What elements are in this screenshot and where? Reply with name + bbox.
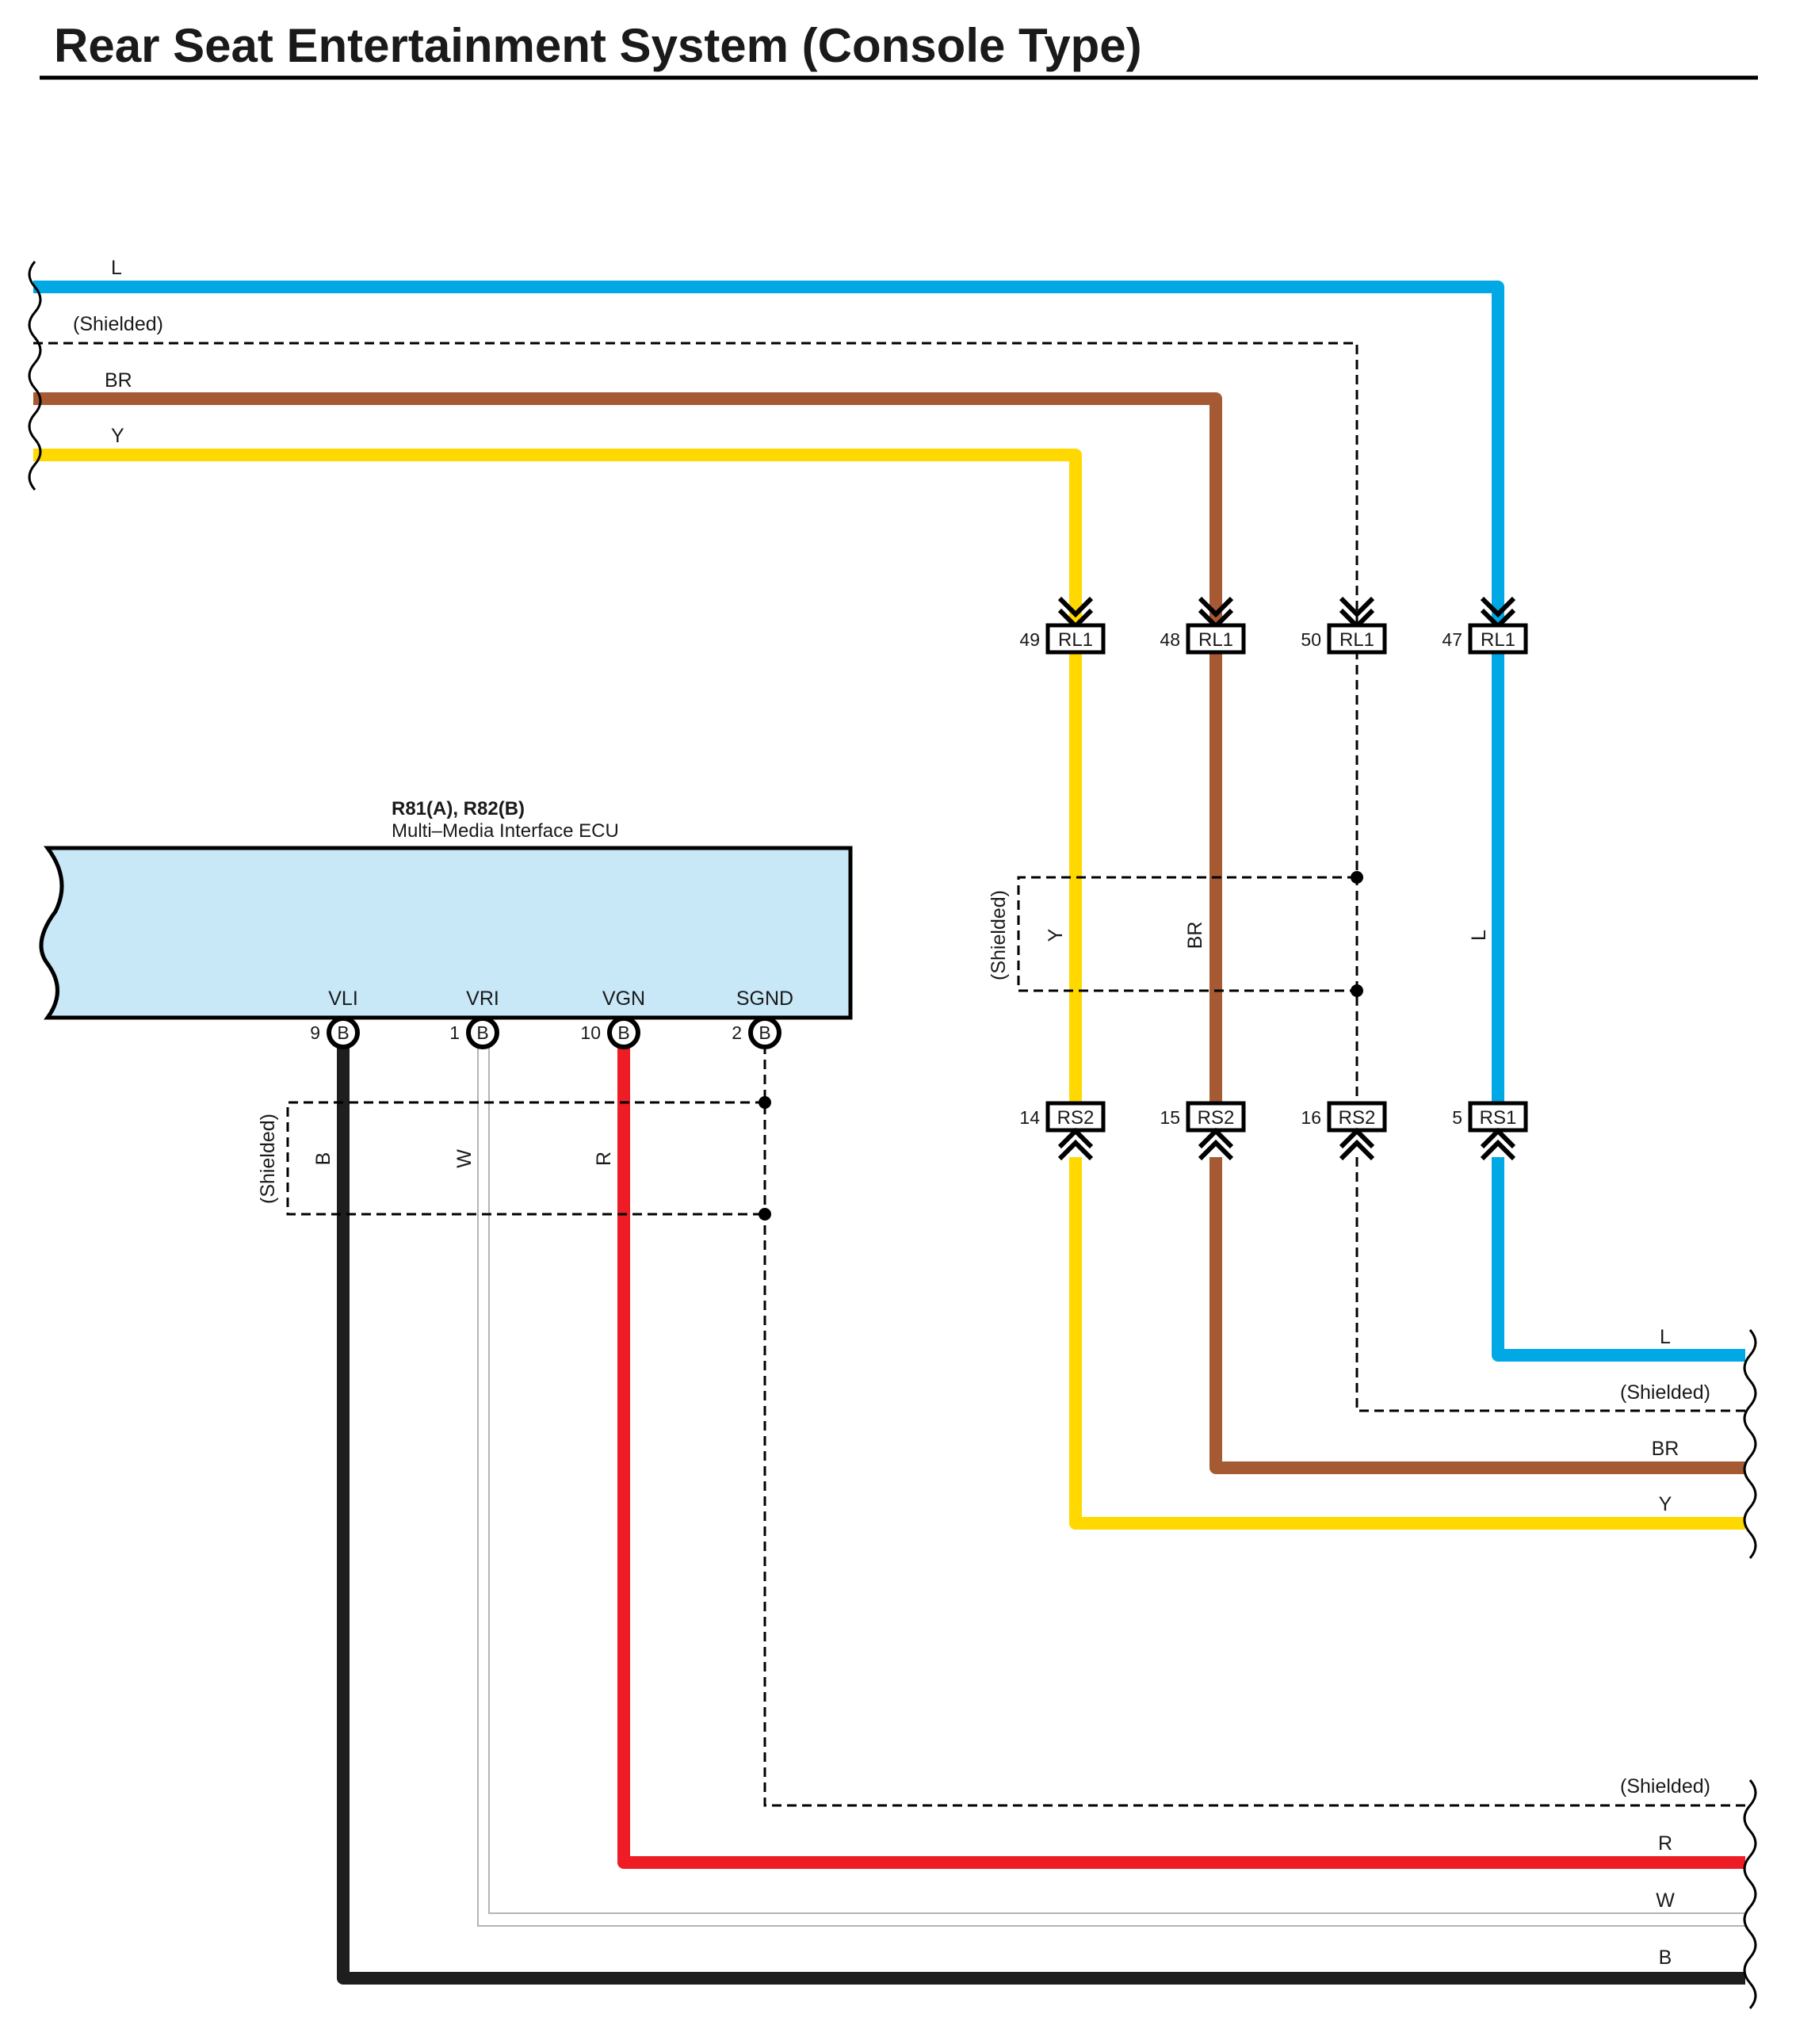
wire-Y-lower xyxy=(1069,1157,1745,1530)
wire-W-ecu-a xyxy=(477,1045,1745,1927)
connector-name: RL1 xyxy=(1198,629,1233,651)
connector-name: RS2 xyxy=(1339,1107,1376,1129)
label-right-Y: Y xyxy=(1659,1493,1672,1515)
label-right-shielded: (Shielded) xyxy=(1620,1381,1710,1404)
label-vert-L: L xyxy=(1468,930,1490,941)
shield-junction-bottom-right xyxy=(1351,984,1363,997)
connector-RL1-48: RL1 48 xyxy=(1160,596,1246,655)
wire-Y-upper xyxy=(33,449,1082,626)
label-top-L: L xyxy=(111,257,122,279)
terminal-connector: B xyxy=(617,1022,629,1043)
terminal-VRI-name: VRI xyxy=(466,988,499,1010)
label-ecu-vert-B: B xyxy=(312,1152,334,1166)
harness-break-right-upper xyxy=(1743,1329,1757,1559)
shield-box-right xyxy=(1017,876,1357,992)
label-vert-Y: Y xyxy=(1045,928,1067,942)
wire-shield-lower xyxy=(1355,1157,1745,1412)
connector-name: RS2 xyxy=(1057,1107,1095,1129)
connector-pin: 48 xyxy=(1160,629,1180,650)
label-bottom-R: R xyxy=(1658,1832,1672,1855)
label-vert-BR: BR xyxy=(1184,922,1206,949)
label-top-Y: Y xyxy=(111,425,124,447)
connector-pin: 5 xyxy=(1452,1107,1462,1128)
terminal-pin-number: 1 xyxy=(449,1022,460,1043)
terminal-pin-VRI: B 1 xyxy=(449,1016,499,1049)
shield-box-ecu xyxy=(286,1101,765,1216)
connector-RL1-50: RL1 50 xyxy=(1301,596,1387,655)
label-bottom-W: W xyxy=(1656,1889,1675,1912)
terminal-pin-number: 10 xyxy=(580,1022,601,1043)
terminal-pin-number: 2 xyxy=(732,1022,742,1043)
label-shielded-ecu-box: (Shielded) xyxy=(257,1114,279,1204)
connector-RS2-15: RS2 15 xyxy=(1160,1101,1246,1161)
harness-break-right-lower xyxy=(1743,1779,1757,2009)
connector-pin: 15 xyxy=(1160,1107,1180,1128)
connector-RL1-47: RL1 47 xyxy=(1442,596,1528,655)
diagram-title: Rear Seat Entertainment System (Console … xyxy=(54,19,1142,72)
connector-name: RL1 xyxy=(1481,629,1515,651)
label-shielded-right-box: (Shielded) xyxy=(988,890,1010,980)
terminal-SGND-name: SGND xyxy=(736,988,793,1010)
wire-R-ecu xyxy=(617,1045,1745,1869)
ecu-name: Multi–Media Interface ECU xyxy=(392,820,619,842)
label-ecu-vert-R: R xyxy=(593,1152,615,1166)
terminal-VLI-name: VLI xyxy=(328,988,358,1010)
label-ecu-vert-W: W xyxy=(453,1149,476,1168)
terminal-pin-SGND: B 2 xyxy=(732,1016,781,1049)
terminal-connector: B xyxy=(337,1022,349,1043)
ecu-code: R81(A), R82(B) xyxy=(392,798,525,820)
connector-pin: 47 xyxy=(1442,629,1462,650)
label-bottom-shielded: (Shielded) xyxy=(1620,1775,1710,1798)
connector-pin: 14 xyxy=(1019,1107,1040,1128)
wire-shield-upper xyxy=(33,342,1358,626)
terminal-pin-VGN: B 10 xyxy=(580,1016,640,1049)
wire-BR-lower xyxy=(1209,1157,1745,1474)
connector-RS2-16: RS2 16 xyxy=(1301,1101,1387,1161)
terminal-pin-number: 9 xyxy=(310,1022,320,1043)
connector-pin: 49 xyxy=(1019,629,1040,650)
ecu-body xyxy=(39,846,853,1020)
label-right-BR: BR xyxy=(1652,1438,1679,1460)
wire-B-ecu xyxy=(337,1045,1745,1985)
label-right-L: L xyxy=(1660,1326,1671,1348)
wire-L-lower xyxy=(1492,1157,1745,1362)
wire-shield-ecu xyxy=(763,1045,1745,1807)
connector-RS1-5: RS1 5 xyxy=(1452,1101,1528,1161)
label-top-shielded: (Shielded) xyxy=(73,313,163,335)
shield-junction-top-right xyxy=(1351,871,1363,884)
connector-RL1-49: RL1 49 xyxy=(1019,596,1106,655)
wire-L-upper xyxy=(33,281,1504,626)
shield-junction-top-ecu xyxy=(759,1096,771,1109)
wire-BR-upper xyxy=(33,392,1222,626)
terminal-VGN-name: VGN xyxy=(602,988,645,1010)
connector-name: RS2 xyxy=(1198,1107,1235,1129)
harness-break-left xyxy=(28,261,42,491)
connector-name: RL1 xyxy=(1058,629,1093,651)
connector-name: RL1 xyxy=(1339,629,1374,651)
connector-name: RS1 xyxy=(1480,1107,1517,1129)
connector-pin: 16 xyxy=(1301,1107,1321,1128)
label-bottom-B: B xyxy=(1659,1947,1672,1969)
terminal-connector: B xyxy=(759,1022,770,1043)
label-top-BR: BR xyxy=(105,369,132,392)
connector-RS2-14: RS2 14 xyxy=(1019,1101,1106,1161)
shield-junction-bottom-ecu xyxy=(759,1208,771,1221)
terminal-pin-VLI: B 9 xyxy=(310,1016,360,1049)
wire-W-ecu-b xyxy=(488,1045,1745,1914)
connector-pin: 50 xyxy=(1301,629,1321,650)
terminal-connector: B xyxy=(476,1022,488,1043)
